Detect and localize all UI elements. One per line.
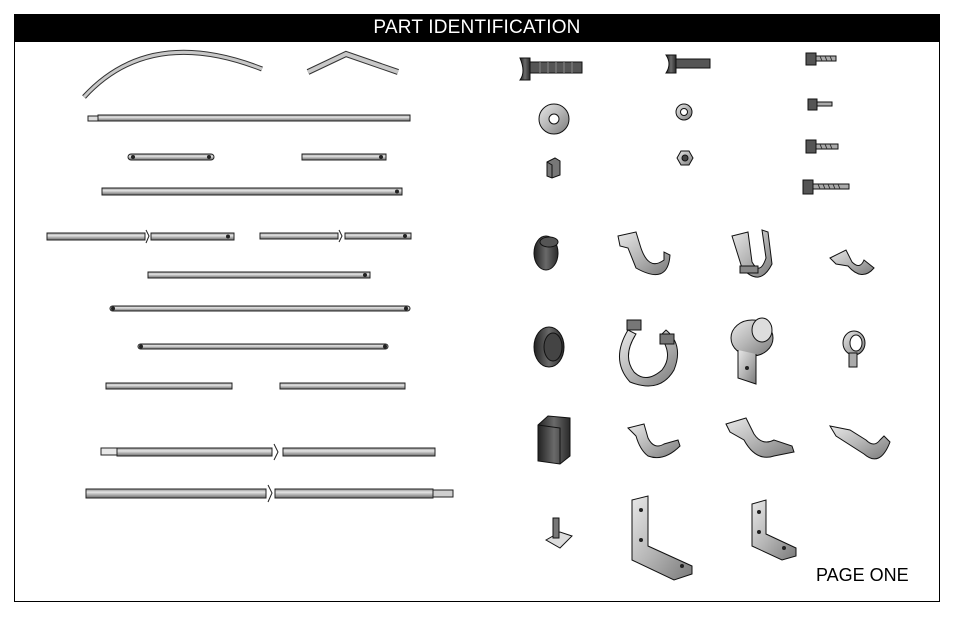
angle-bracket-small bbox=[752, 500, 796, 560]
hex-screw-1 bbox=[806, 53, 836, 65]
square-end-cap bbox=[538, 416, 570, 464]
hex-screw-3 bbox=[806, 140, 838, 153]
tee-fitting bbox=[731, 318, 773, 384]
tube-long-2 bbox=[110, 306, 410, 311]
hex-screw-2 bbox=[808, 99, 832, 110]
end-cap-1 bbox=[534, 236, 558, 270]
hex-nut bbox=[677, 151, 693, 165]
strap-3 bbox=[726, 418, 794, 457]
tube-short-1 bbox=[128, 154, 214, 160]
tube-short-2 bbox=[302, 154, 386, 160]
washer-large bbox=[539, 104, 569, 134]
carriage-bolt-small bbox=[666, 55, 710, 73]
angle-bracket-large bbox=[632, 496, 692, 580]
washer-small bbox=[676, 104, 692, 120]
end-cap-2 bbox=[534, 327, 564, 367]
pipe-clamp-1 bbox=[618, 232, 670, 275]
strap-small-1 bbox=[830, 250, 874, 275]
tube-pair-short bbox=[106, 383, 405, 389]
tube-split-1 bbox=[47, 230, 234, 243]
carriage-bolt-large bbox=[520, 58, 582, 80]
curved-rail bbox=[84, 52, 262, 97]
page-label: PAGE ONE bbox=[816, 565, 909, 586]
bent-rail bbox=[308, 54, 398, 72]
pipe-clamp-small bbox=[843, 331, 865, 367]
pipe-clamp-2 bbox=[732, 230, 772, 277]
tube-split-3 bbox=[101, 444, 435, 460]
tube-long-3 bbox=[138, 344, 388, 349]
square-nut bbox=[547, 158, 560, 178]
hex-screw-4 bbox=[803, 180, 849, 194]
strap-4 bbox=[830, 426, 890, 459]
stud-plate bbox=[546, 518, 572, 548]
tube-split-2 bbox=[260, 230, 411, 242]
tube-long-1 bbox=[88, 115, 410, 121]
double-pipe-clamp bbox=[619, 320, 677, 386]
strap-2 bbox=[628, 424, 680, 458]
tube-medium-1 bbox=[102, 188, 402, 195]
tube-split-4 bbox=[86, 485, 453, 502]
tube-medium-2 bbox=[148, 272, 370, 278]
